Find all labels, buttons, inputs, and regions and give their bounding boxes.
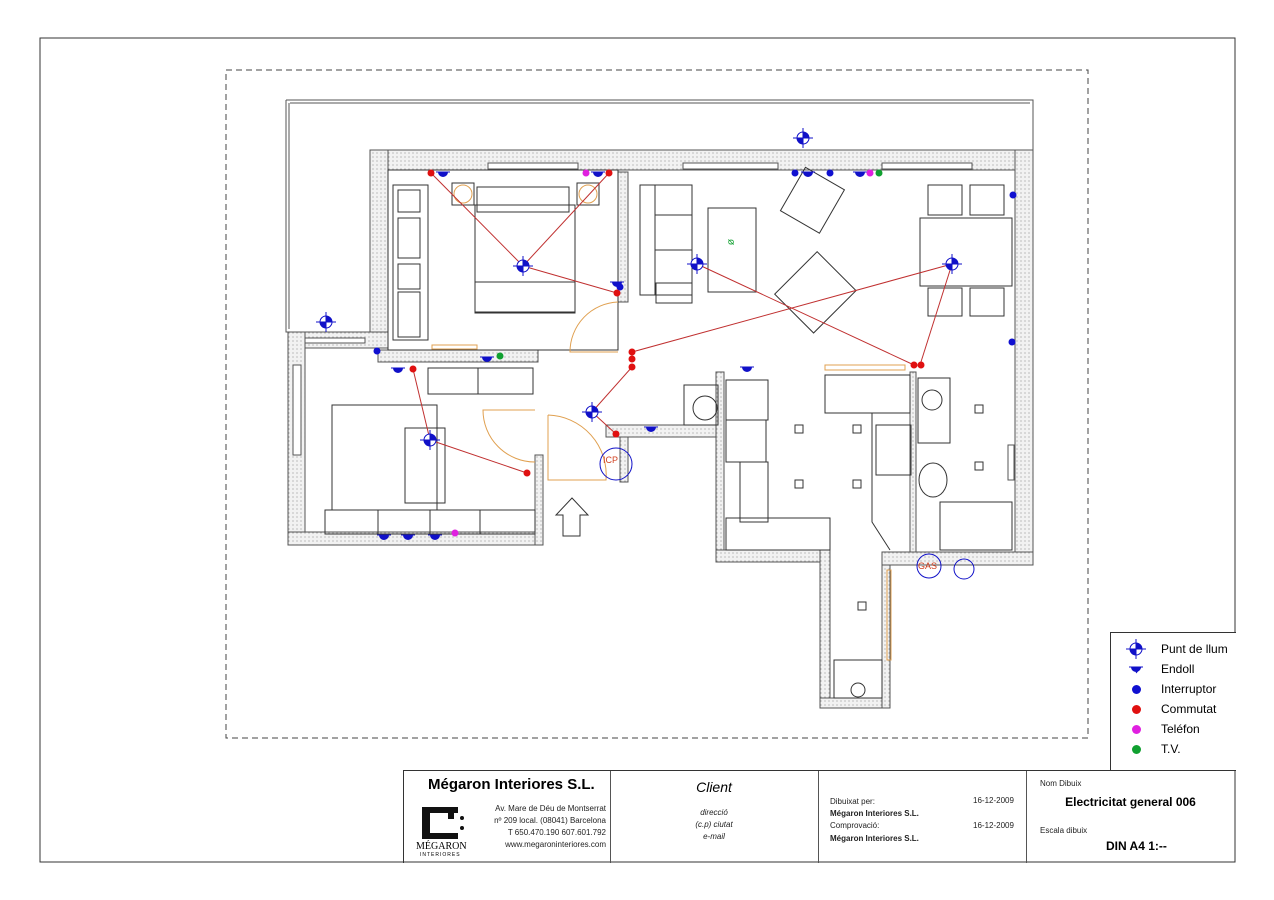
scale-label: Escala dibuix — [1040, 826, 1088, 835]
print-area-border — [225, 69, 1089, 739]
checked-by: Mégaron Interiores S.L. — [830, 834, 919, 843]
tv-dot-icon — [1131, 744, 1141, 754]
sheet-border — [39, 37, 1236, 863]
socket-icon — [739, 366, 755, 373]
legend-label: Teléfon — [1161, 722, 1200, 736]
doors — [431, 301, 906, 661]
legend-item-light-point: Punt de llum — [1111, 638, 1228, 660]
checked-date: 16-12-2009 — [973, 821, 1014, 830]
switch-dot-icon — [1131, 684, 1141, 694]
walls — [287, 149, 1034, 709]
commutat-switches — [409, 169, 925, 477]
client-title: Client — [696, 779, 732, 795]
legend-item-phone: Teléfon — [1111, 720, 1200, 738]
company-cell: Mégaron Interiores S.L. MÉGARON INTERIOR… — [404, 771, 611, 863]
windows — [292, 162, 1015, 481]
commutat-dot-icon — [1131, 704, 1141, 714]
light-point-icon — [686, 253, 708, 275]
light-point-icon — [941, 253, 963, 275]
socket-icon — [1128, 666, 1144, 674]
drawn-date: 16-12-2009 — [973, 796, 1014, 805]
client-address: direcció — [700, 808, 728, 817]
address-line: nº 209 local. (08041) Barcelona — [494, 816, 606, 825]
legend-label: Commutat — [1161, 702, 1217, 716]
socket-icon — [435, 171, 451, 178]
gas-label: GAS — [918, 561, 937, 571]
company-phone: T 650.470.190 607.601.792 — [507, 828, 606, 837]
legend-item-commutat: Commutat — [1111, 700, 1216, 718]
legend: Punt de llum Endoll Interruptor Commutat… — [1110, 632, 1236, 771]
client-cell: Client direcció (c.p) ciutat e-mail — [610, 771, 819, 863]
plant-glyph: ᴓ — [728, 237, 734, 248]
checked-label: Comprovació: — [830, 821, 880, 830]
legend-label: Interruptor — [1161, 682, 1217, 696]
logo-subtext: INTERIORES — [420, 852, 461, 858]
drawing-name: Electricitat general 006 — [1065, 795, 1196, 809]
icp-panel: ICP — [599, 447, 633, 481]
tv-points — [496, 169, 883, 360]
socket-icon — [800, 171, 816, 178]
socket-icon — [390, 367, 406, 374]
drawing-info-cell: Nom Dibuix Electricitat general 006 Esca… — [1026, 771, 1235, 863]
drawn-checked-cell: Dibuixat per: 16-12-2009 Mégaron Interio… — [818, 771, 1027, 863]
client-email: e-mail — [703, 832, 725, 841]
company-name: Mégaron Interiores S.L. — [428, 776, 595, 793]
drawn-by-label: Dibuixat per: — [830, 797, 875, 806]
legend-item-interruptor: Interruptor — [1111, 680, 1216, 698]
light-point-icon — [315, 311, 337, 333]
socket-icon — [590, 171, 606, 178]
company-address: Av. Mare de Déu de Montserrat nº 209 loc… — [476, 803, 606, 851]
gas-meter: GAS — [916, 553, 975, 580]
icp-label: ICP — [603, 455, 618, 465]
drawing-name-label: Nom Dibuix — [1040, 779, 1082, 788]
legend-label: Endoll — [1161, 662, 1195, 676]
company-website[interactable]: www.megaroninteriores.com — [505, 840, 606, 849]
phone-points — [451, 169, 874, 537]
legend-label: Punt de llum — [1161, 642, 1228, 656]
light-point-icon — [1125, 638, 1147, 660]
socket-icon — [852, 171, 868, 178]
legend-item-tv: T.V. — [1111, 740, 1181, 758]
light-point-icon — [792, 127, 814, 149]
drawing-scale: DIN A4 1:-- — [1106, 839, 1167, 853]
phone-dot-icon — [1131, 724, 1141, 734]
legend-label: T.V. — [1161, 742, 1181, 756]
logo-text: MÉGARON — [416, 841, 467, 852]
interruptor-switches — [373, 169, 1017, 355]
furniture — [324, 166, 1013, 699]
wiring-lines — [412, 172, 953, 474]
drawn-by: Mégaron Interiores S.L. — [830, 809, 919, 818]
megaron-logo — [422, 807, 464, 839]
legend-item-socket: Endoll — [1111, 660, 1194, 678]
client-city: (c.p) ciutat — [695, 820, 733, 829]
title-block: Mégaron Interiores S.L. MÉGARON INTERIOR… — [403, 770, 1236, 863]
address-line: Av. Mare de Déu de Montserrat — [495, 804, 606, 813]
